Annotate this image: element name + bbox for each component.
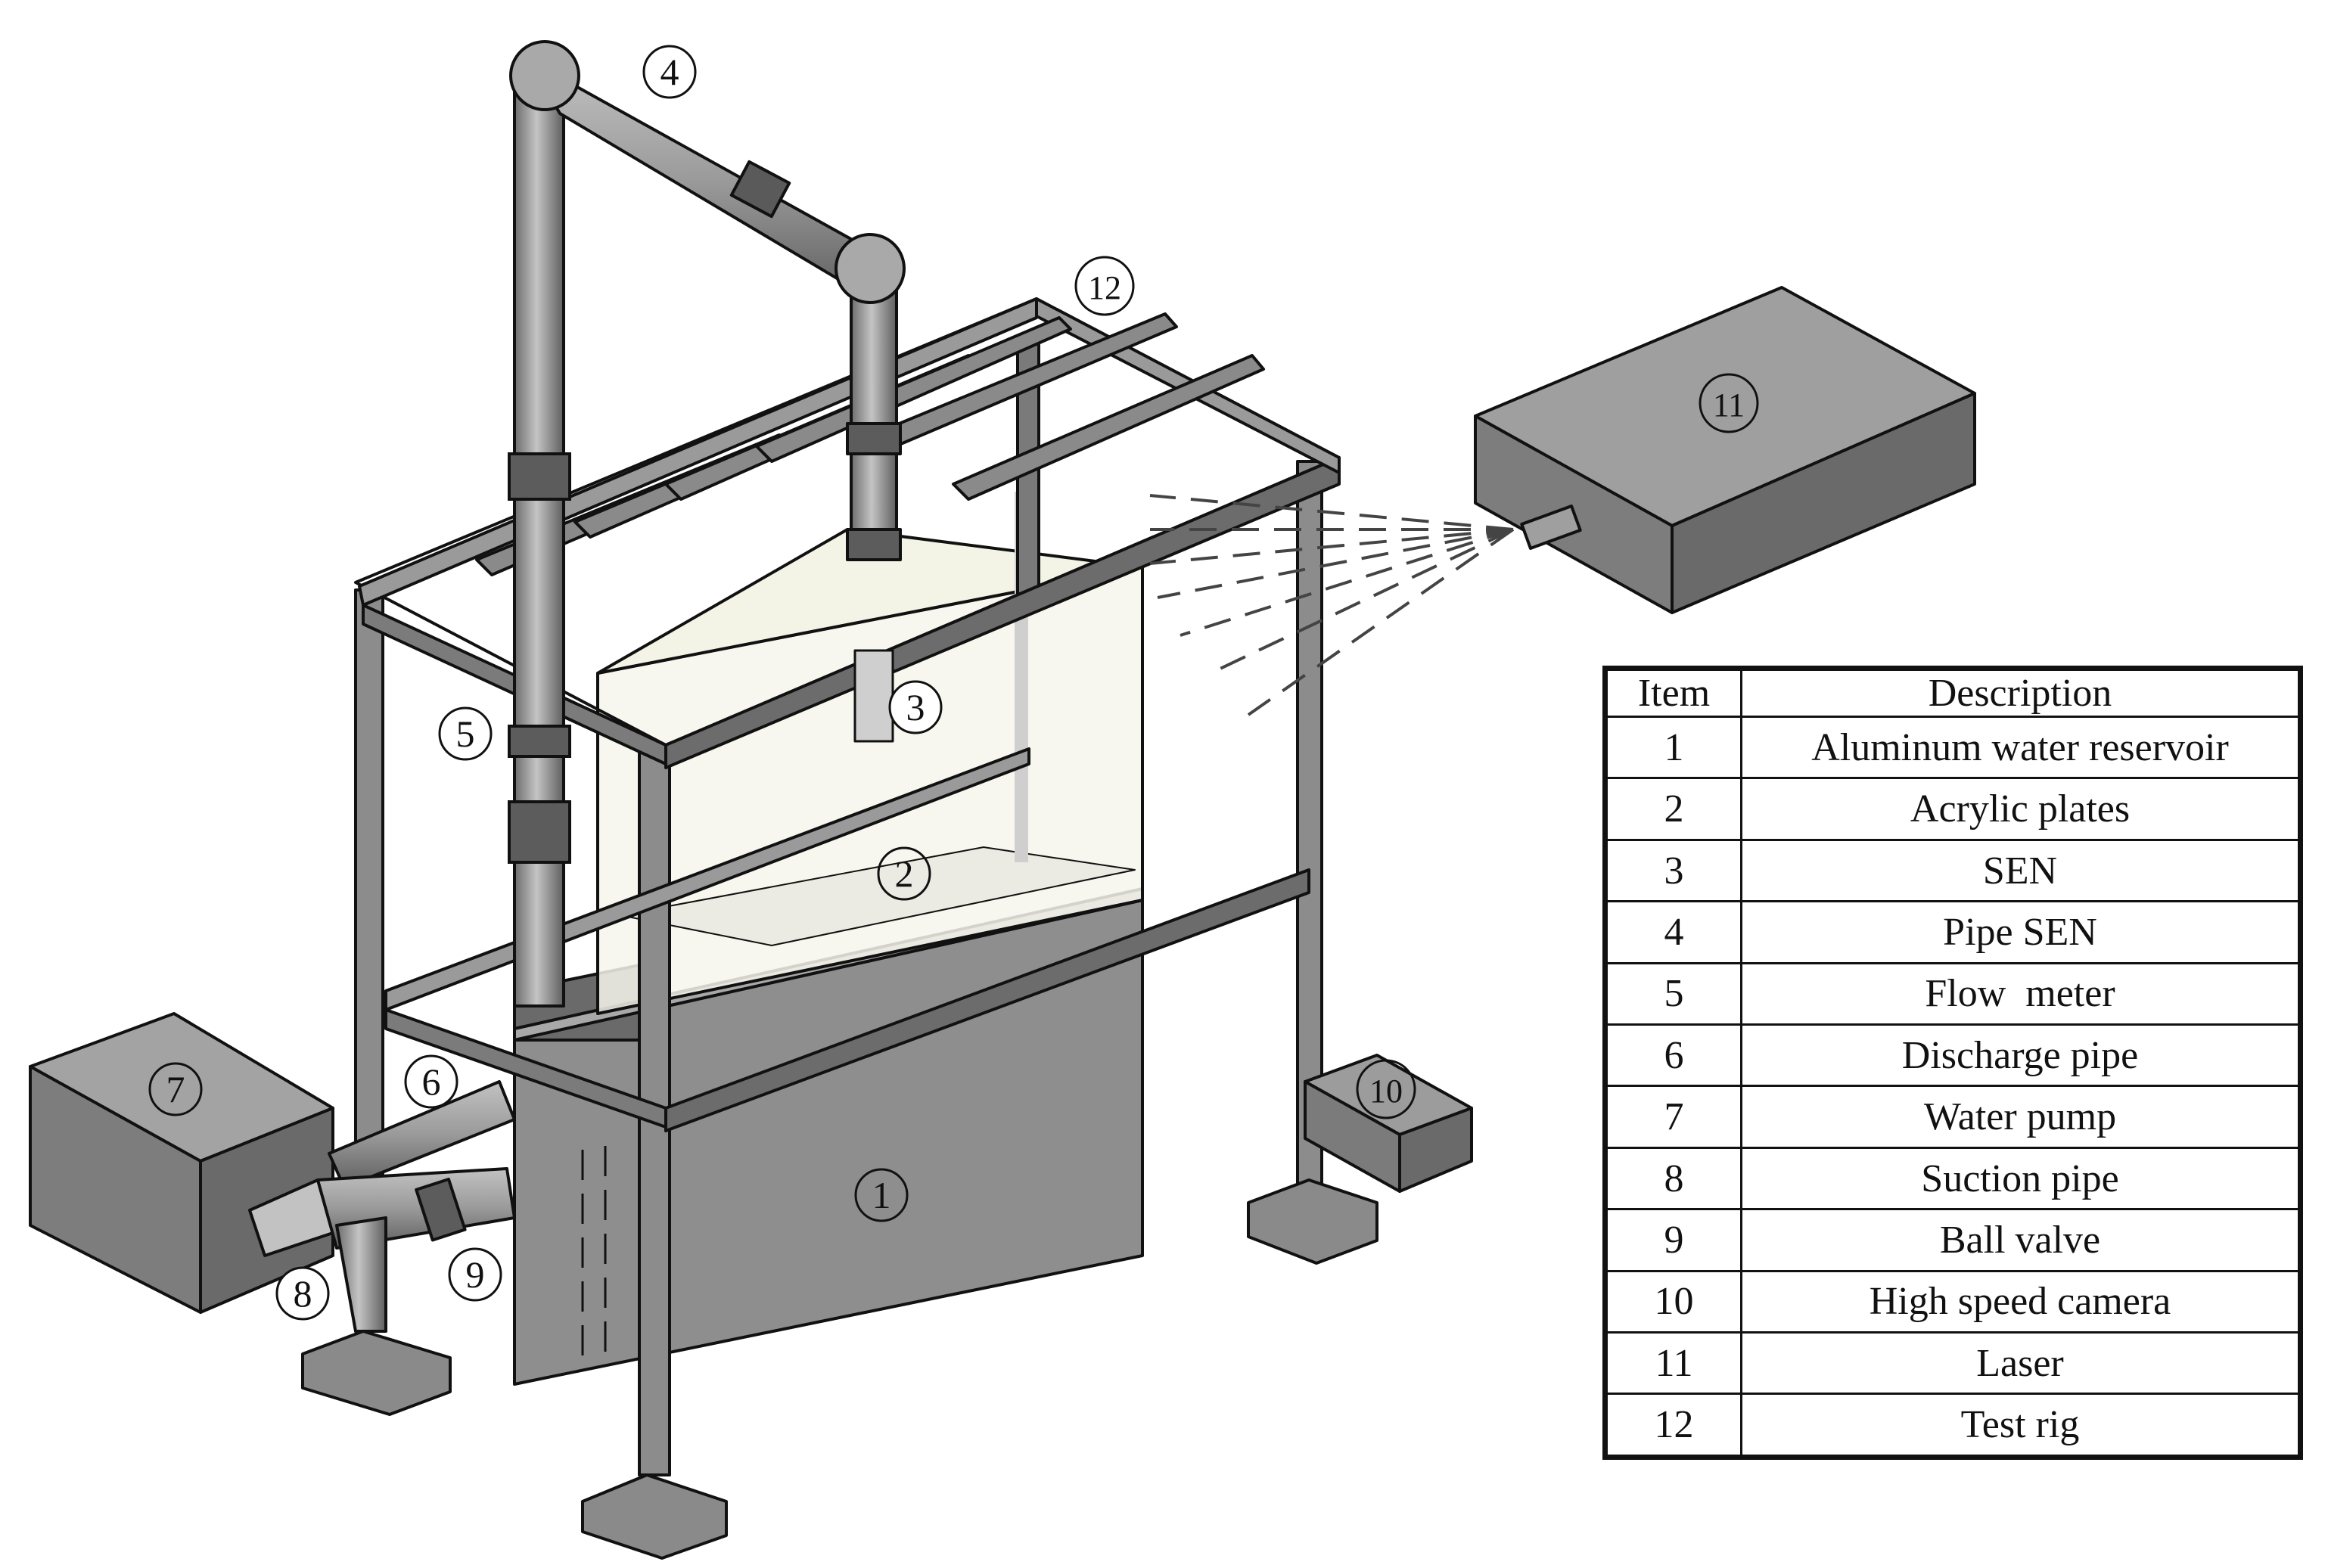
callout-6: 6 xyxy=(404,1054,458,1109)
legend-header-item: Item xyxy=(1605,669,1742,718)
legend-item-number: 3 xyxy=(1605,838,1742,903)
legend-item-description: Water pump xyxy=(1740,1085,2300,1149)
acrylic-tank xyxy=(596,492,1144,1015)
legend-item-description: Pipe SEN xyxy=(1740,900,2300,964)
legend-header-description: Description xyxy=(1740,669,2300,718)
callout-1: 1 xyxy=(854,1168,909,1222)
legend-item-number: 9 xyxy=(1605,1208,1742,1272)
svg-text:9: 9 xyxy=(466,1253,485,1296)
high-speed-camera xyxy=(1304,1054,1473,1193)
svg-text:11: 11 xyxy=(1713,387,1745,424)
legend-item-description: Test rig xyxy=(1740,1393,2300,1457)
callout-7: 7 xyxy=(148,1062,203,1116)
water-pump xyxy=(29,1012,334,1314)
legend-item-number: 4 xyxy=(1605,900,1742,964)
callout-4: 4 xyxy=(642,45,697,99)
legend-item-description: Aluminum water reservoir xyxy=(1740,715,2300,780)
legend-item-description: Flow meter xyxy=(1740,961,2300,1026)
laser-beam xyxy=(1149,494,1515,716)
callout-11: 11 xyxy=(1699,373,1759,433)
callout-2: 2 xyxy=(877,846,931,901)
svg-text:1: 1 xyxy=(872,1174,891,1216)
callout-3: 3 xyxy=(888,680,943,734)
laser xyxy=(1474,286,1976,614)
legend-item-number: 6 xyxy=(1605,1023,1742,1088)
svg-text:12: 12 xyxy=(1088,269,1121,306)
svg-text:4: 4 xyxy=(660,51,679,93)
callout-9: 9 xyxy=(448,1247,502,1302)
legend-item-number: 8 xyxy=(1605,1146,1742,1211)
svg-text:10: 10 xyxy=(1369,1073,1403,1110)
svg-text:7: 7 xyxy=(166,1068,185,1110)
legend-item-description: Laser xyxy=(1740,1331,2300,1396)
legend-item-description: Acrylic plates xyxy=(1740,777,2300,841)
legend-item-description: Discharge pipe xyxy=(1740,1023,2300,1088)
legend-item-number: 2 xyxy=(1605,777,1742,841)
legend-item-number: 1 xyxy=(1605,715,1742,780)
callout-5: 5 xyxy=(438,706,493,761)
legend-item-description: Ball valve xyxy=(1740,1208,2300,1272)
legend-item-number: 5 xyxy=(1605,961,1742,1026)
svg-text:2: 2 xyxy=(895,852,914,895)
svg-text:5: 5 xyxy=(456,713,475,755)
legend-item-description: Suction pipe xyxy=(1740,1146,2300,1211)
legend-item-number: 12 xyxy=(1605,1393,1742,1457)
pump-pipes xyxy=(248,1080,516,1333)
svg-text:6: 6 xyxy=(422,1060,441,1103)
svg-text:8: 8 xyxy=(294,1272,312,1315)
legend-item-description: SEN xyxy=(1740,838,2300,903)
legend-item-number: 10 xyxy=(1605,1269,1742,1334)
callout-8: 8 xyxy=(275,1266,330,1321)
legend-item-number: 7 xyxy=(1605,1085,1742,1149)
legend-header-row: Item Description xyxy=(1605,669,2300,718)
flow-meter xyxy=(508,452,571,864)
legend-item-description: High speed camera xyxy=(1740,1269,2300,1334)
callout-12: 12 xyxy=(1074,256,1135,316)
legend-item-number: 11 xyxy=(1605,1331,1742,1396)
svg-text:3: 3 xyxy=(906,686,925,728)
callout-10: 10 xyxy=(1356,1059,1416,1119)
